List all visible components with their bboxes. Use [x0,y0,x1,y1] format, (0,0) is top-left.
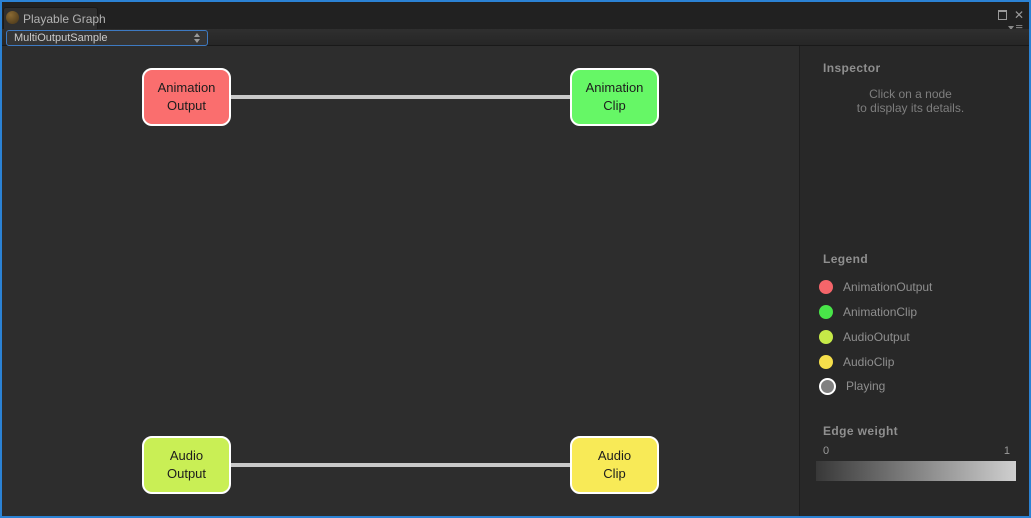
graph-selector-value: MultiOutputSample [14,32,108,44]
legend-item-animation-clip: AnimationClip [819,303,917,321]
node-label-line: Audio [597,448,632,463]
node-animation-clip[interactable]: Animation Clip [570,68,659,126]
menu-triangle-icon [1008,26,1015,30]
inspector-hint: Click on a node to display its details. [800,87,1021,115]
edge-weight-max: 1 [1003,445,1010,457]
window-controls: ✕ [997,8,1024,22]
edge-weight-gradient-bar [816,461,1016,481]
edge-animation-output-to-clip [230,95,572,99]
main-area: Animation Output Animation Clip Audio Ou… [2,46,1029,516]
node-label-line: Animation [585,80,644,95]
node-audio-clip[interactable]: Audio Clip [570,436,659,494]
playable-graph-icon [6,11,19,24]
dropdown-arrows-icon [194,33,200,43]
legend-label: AnimationOutput [843,280,933,294]
toolbar: MultiOutputSample [2,29,1029,46]
node-label-line: Output [166,466,207,481]
legend-dot-audio-output [819,330,833,344]
legend-dot-playing [819,377,836,395]
inspector-hint-line2: to display its details. [856,101,965,115]
node-label-line: Output [166,98,207,113]
menu-lines-icon: ≡ [1015,20,1023,35]
legend-label: Playing [846,379,886,393]
legend-dot-animation-output [819,280,833,294]
legend-item-audio-clip: AudioClip [819,353,894,371]
node-label-line: Clip [603,98,626,113]
node-label-line: Animation [157,80,216,95]
tab-title: Playable Graph [23,11,106,26]
edge-weight-title: Edge weight [823,424,899,438]
edge-audio-output-to-clip [230,463,572,467]
legend-label: AudioOutput [843,330,910,344]
graph-selector-dropdown[interactable]: MultiOutputSample [6,30,208,46]
node-label-line: Clip [603,466,626,481]
legend-label: AnimationClip [843,305,918,319]
tab-playable-graph[interactable]: Playable Graph [3,7,106,29]
inspector-hint-line1: Click on a node [869,87,952,101]
legend-dot-animation-clip [819,305,833,319]
maximize-icon[interactable] [997,10,1007,20]
legend-title: Legend [823,252,869,266]
legend-dot-audio-clip [819,355,833,369]
legend-item-audio-output: AudioOutput [819,328,910,346]
edge-weight-min: 0 [823,445,830,457]
window-menu-icon[interactable]: ≡ [1008,20,1023,35]
tab-bar: Playable Graph ✕ ≡ [2,2,1029,34]
node-audio-output[interactable]: Audio Output [142,436,231,494]
node-label-line: Audio [169,448,204,463]
sidebar: Inspector Click on a node to display its… [799,46,1029,516]
legend-item-animation-output: AnimationOutput [819,278,932,296]
node-animation-output[interactable]: Animation Output [142,68,231,126]
edge-weight-scale: 0 1 [816,445,1016,457]
graph-canvas[interactable]: Animation Output Animation Clip Audio Ou… [2,46,799,516]
close-icon[interactable]: ✕ [1013,8,1024,22]
legend-item-playing: Playing [819,377,885,395]
legend-label: AudioClip [843,355,895,369]
inspector-title: Inspector [823,61,881,75]
